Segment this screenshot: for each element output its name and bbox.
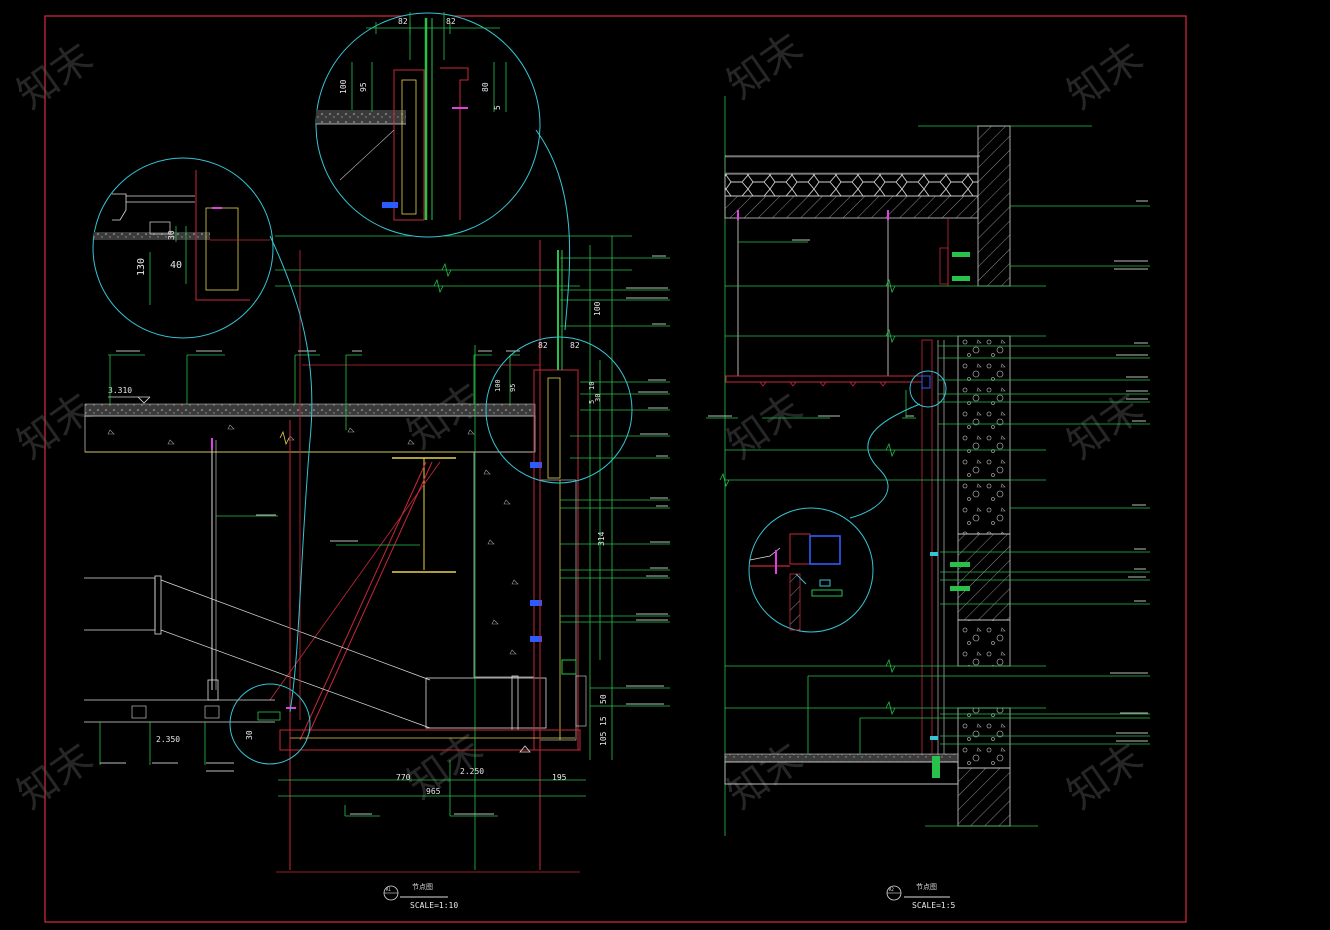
top-dim-82-b: 82 xyxy=(446,17,456,26)
right-detail: A2 节点图 SCALE=1:5 xyxy=(706,96,1150,910)
dim-314-v: 314 xyxy=(597,531,606,546)
detail-bubble-right-small xyxy=(909,370,947,408)
dim-15-v: 15 xyxy=(599,716,608,726)
mid-dim-100: 100 xyxy=(494,379,502,392)
wall-hatched-upper xyxy=(977,125,1011,287)
dim-105-v: 105 xyxy=(599,731,608,746)
detail-bubble-top: 82 82 100 95 80 5 xyxy=(315,12,541,238)
top-slab xyxy=(724,195,979,219)
left-dim-40: 40 xyxy=(170,260,182,271)
top-dim-100: 100 xyxy=(339,79,348,94)
watermark-7: 知末 xyxy=(719,385,811,469)
detail-bubble-mid: 82 82 100 95 10 30 5 xyxy=(485,336,633,484)
wall-concrete-4 xyxy=(957,707,1011,769)
mid-dim-82-a: 82 xyxy=(538,341,548,350)
slab-screed xyxy=(84,403,536,417)
dim-small-30: 30 xyxy=(245,730,254,740)
left-scale: SCALE=1:10 xyxy=(410,901,458,910)
mid-dim-5: 5 xyxy=(588,400,596,404)
watermark-8: 知末 xyxy=(1059,385,1151,469)
watermark-3: 知末 xyxy=(719,25,811,109)
wall-hatched-lower xyxy=(957,767,1011,827)
mid-dim-95: 95 xyxy=(509,384,517,392)
detail-bubble-left: 30 130 40 xyxy=(92,157,274,339)
wall-concrete xyxy=(473,451,535,678)
insulation-layer xyxy=(724,173,979,197)
dim-965: 965 xyxy=(426,787,441,796)
mid-dim-82-b: 82 xyxy=(570,341,580,350)
dim-50-v: 50 xyxy=(599,694,608,704)
level-bottom: 2.250 xyxy=(460,767,484,776)
top-dim-80: 80 xyxy=(481,82,490,92)
top-dim-82-a: 82 xyxy=(398,17,408,26)
wall-hatched-mid xyxy=(957,533,1011,621)
right-title-block: A2 节点图 SCALE=1:5 xyxy=(886,883,956,910)
watermark-11: 知末 xyxy=(719,735,811,819)
dim-770: 770 xyxy=(396,773,411,782)
mid-dim-30: 30 xyxy=(594,394,602,402)
wall-concrete-2 xyxy=(957,479,1011,535)
left-dim-30: 30 xyxy=(167,230,176,240)
watermark-4: 知末 xyxy=(1059,35,1151,119)
level-top: 3.310 xyxy=(108,386,132,395)
watermark-1: 知末 xyxy=(9,35,101,119)
watermark-9: 知末 xyxy=(9,735,101,819)
dim-195: 195 xyxy=(552,773,567,782)
detail-bubble-small xyxy=(229,683,311,765)
top-dim-95: 95 xyxy=(359,82,368,92)
watermark-5: 知末 xyxy=(9,385,101,469)
detail-bubble-right-large xyxy=(748,507,874,633)
right-title: 节点图 xyxy=(916,883,937,891)
top-dim-5: 5 xyxy=(493,105,502,110)
left-title: 节点图 xyxy=(412,883,433,891)
left-title-block: A1 节点图 SCALE=1:10 xyxy=(383,883,458,910)
watermark-12: 知末 xyxy=(1059,735,1151,819)
floor-finish xyxy=(724,753,959,763)
right-scale: SCALE=1:5 xyxy=(912,901,956,910)
mid-dim-10: 10 xyxy=(588,382,596,390)
left-dim-130: 130 xyxy=(136,258,147,276)
left-title-bubble: A1 xyxy=(386,887,391,892)
level-mid: 2.350 xyxy=(156,735,180,744)
watermark-6: 知末 xyxy=(399,375,491,459)
right-title-bubble: A2 xyxy=(889,887,894,892)
drawing-frame xyxy=(44,15,1187,923)
left-detail: 3.310 xyxy=(84,12,670,910)
wall-concrete-3 xyxy=(957,619,1011,667)
dim-100-v: 100 xyxy=(593,301,602,316)
